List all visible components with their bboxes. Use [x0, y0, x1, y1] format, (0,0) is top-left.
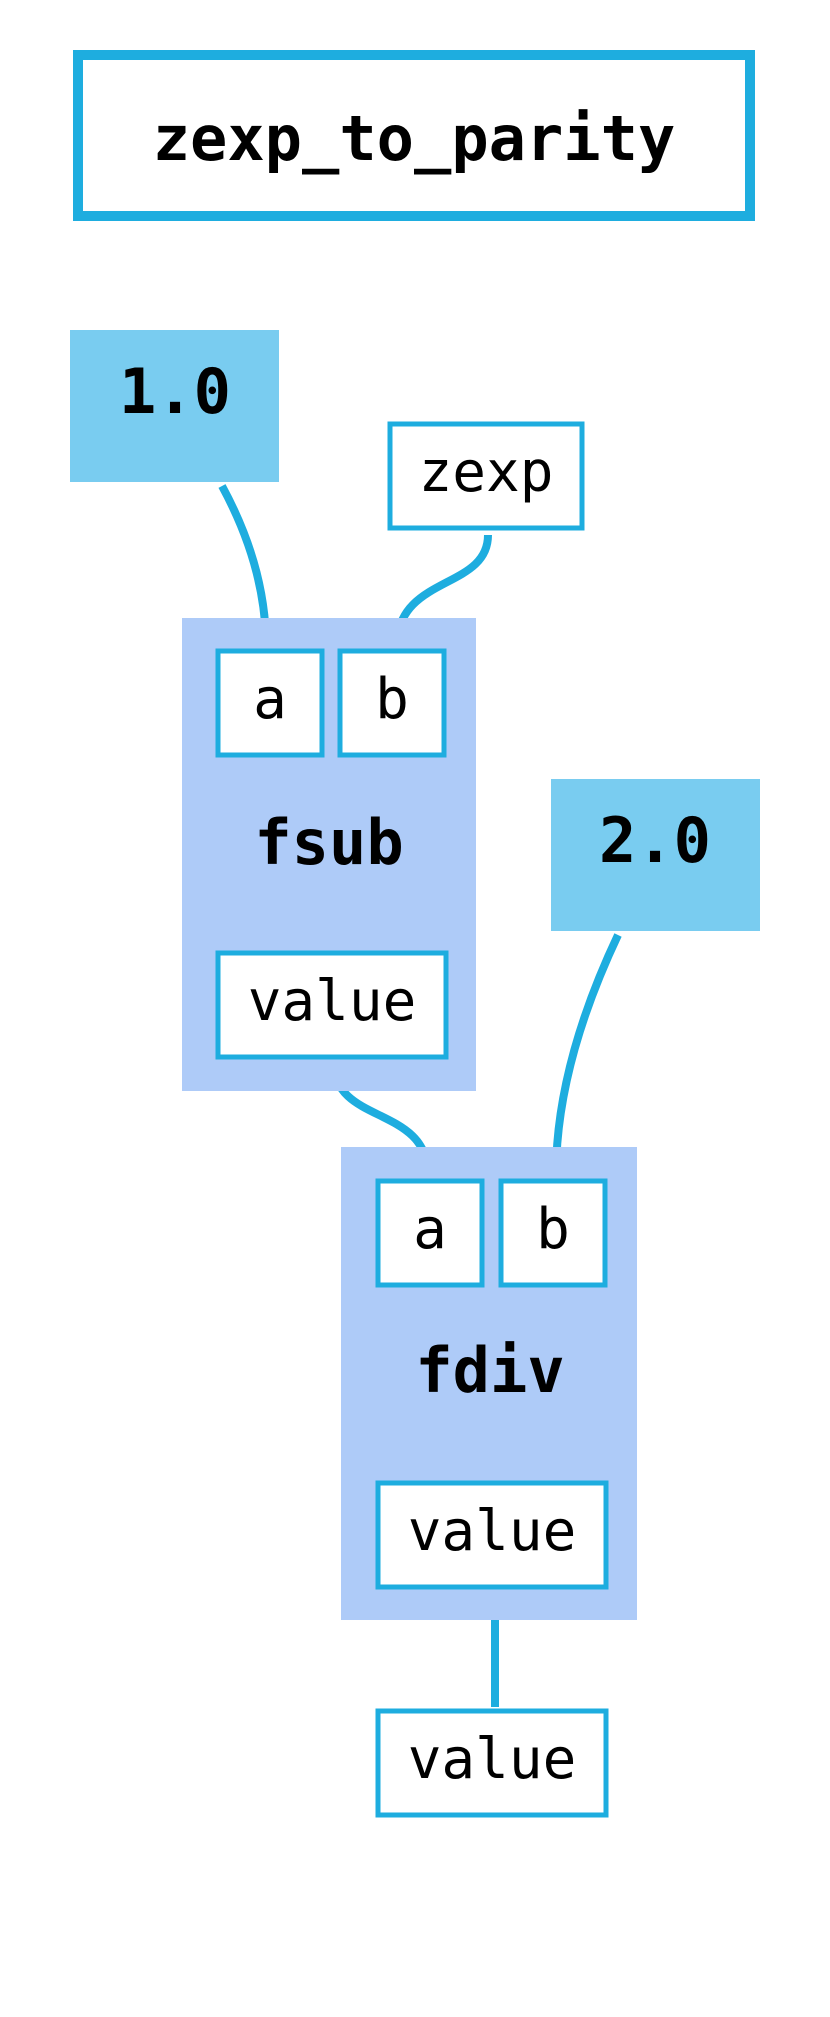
output-label: value — [408, 1727, 577, 1792]
port-label: a — [413, 1197, 447, 1262]
constant-node-1-0[interactable]: 1.0 — [70, 330, 279, 482]
fdiv-input-port-a[interactable]: a — [375, 1178, 485, 1288]
port-label: a — [253, 667, 287, 732]
input-node-zexp[interactable]: zexp — [387, 421, 585, 531]
fsub-output-port-value[interactable]: value — [215, 950, 449, 1060]
fsub-input-port-a[interactable]: a — [215, 648, 325, 758]
port-label: b — [375, 667, 409, 732]
constant-label: 2.0 — [599, 804, 711, 877]
port-label: value — [408, 1499, 577, 1564]
port-label: value — [248, 969, 417, 1034]
fdiv-node[interactable]: a b fdiv value — [341, 1147, 637, 1620]
fdiv-node-label: fdiv — [415, 1334, 564, 1407]
fdiv-output-port-value[interactable]: value — [375, 1480, 609, 1590]
fdiv-input-port-b[interactable]: b — [498, 1178, 608, 1288]
fsub-input-port-b[interactable]: b — [337, 648, 447, 758]
fsub-node[interactable]: a b fsub value — [182, 618, 476, 1091]
edge-const-two-to-fdiv-b — [552, 933, 622, 1176]
fsub-node-label: fsub — [254, 806, 403, 879]
port-label: b — [536, 1197, 570, 1262]
title-box: zexp_to_parity — [73, 50, 755, 221]
input-label: zexp — [419, 440, 554, 505]
output-node-value[interactable]: value — [375, 1708, 609, 1818]
constant-node-2-0[interactable]: 2.0 — [551, 779, 760, 931]
diagram-title: zexp_to_parity — [153, 102, 676, 175]
constant-label: 1.0 — [119, 355, 231, 428]
